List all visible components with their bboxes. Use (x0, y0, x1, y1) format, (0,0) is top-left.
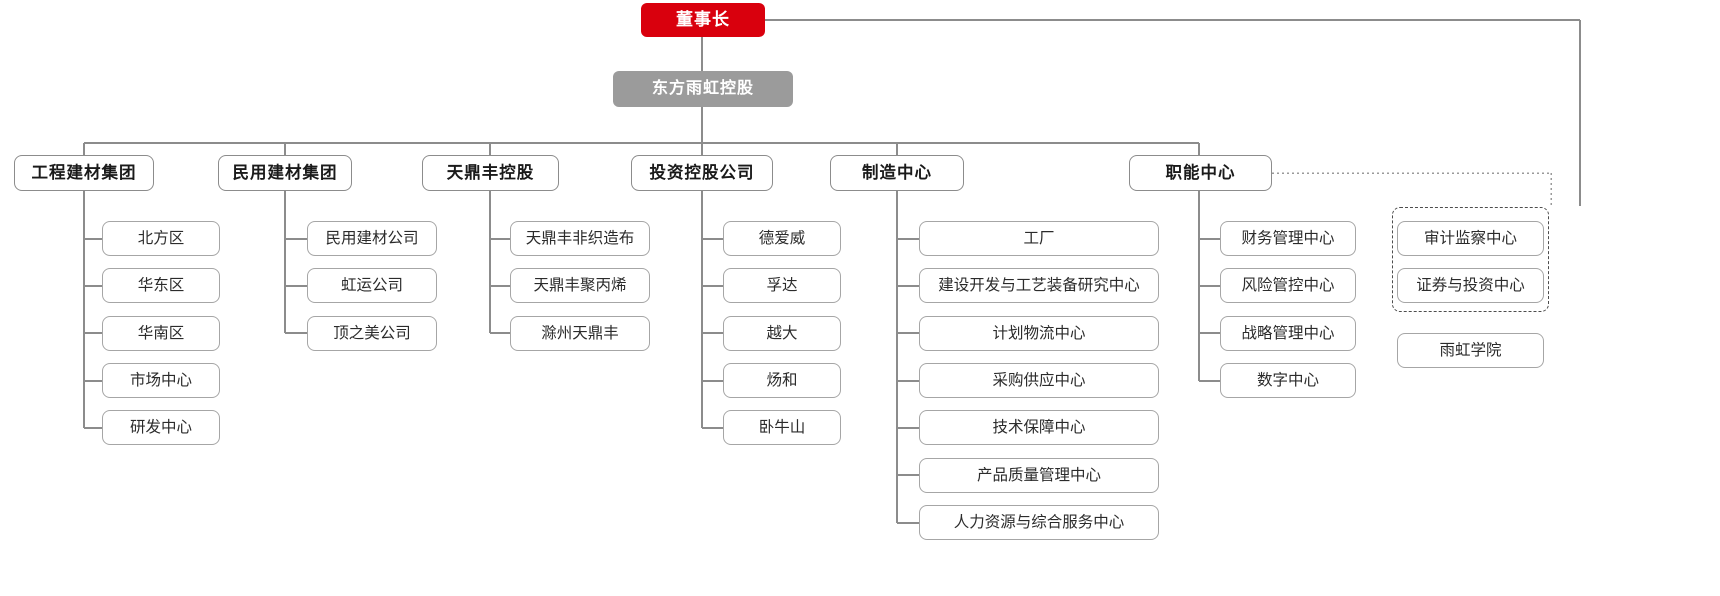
node-digital-center-label: 数字中心 (1256, 371, 1319, 389)
node-functional-center[interactable]: 职能中心 (1129, 155, 1272, 191)
node-yanghe[interactable]: 炀和 (723, 363, 841, 398)
node-rnd-center[interactable]: 研发中心 (102, 410, 220, 445)
node-fuda-label: 孚达 (766, 276, 798, 294)
node-tiandingfeng-holding-label: 天鼎丰控股 (446, 163, 535, 182)
node-civil-materials-group-label: 民用建材集团 (232, 163, 338, 182)
node-securities-investment-center-label: 证券与投资中心 (1416, 276, 1525, 294)
node-strategy-management-center-label: 战略管理中心 (1241, 324, 1335, 342)
node-yanghe-label: 炀和 (766, 371, 798, 389)
node-deaiwei[interactable]: 德爱威 (723, 221, 841, 256)
node-tiandingfeng-holding[interactable]: 天鼎丰控股 (422, 155, 559, 191)
node-engineering-materials-group-label: 工程建材集团 (31, 163, 137, 182)
node-technical-support-center[interactable]: 技术保障中心 (919, 410, 1159, 445)
node-north-region[interactable]: 北方区 (102, 221, 220, 256)
node-risk-control-center-label: 风险管控中心 (1241, 276, 1335, 294)
node-manufacturing-center-label: 制造中心 (862, 163, 932, 182)
direct-report-group-container (1392, 207, 1549, 312)
node-yueda-label: 越大 (766, 324, 798, 342)
node-chuzhou-tdf[interactable]: 滁州天鼎丰 (510, 316, 650, 351)
node-civil-materials-company-label: 民用建材公司 (325, 229, 419, 247)
node-planning-logistics-center[interactable]: 计划物流中心 (919, 316, 1159, 351)
node-south-region-label: 华南区 (137, 324, 185, 342)
node-chairman[interactable]: 董事长 (641, 3, 765, 37)
node-planning-logistics-center-label: 计划物流中心 (992, 324, 1086, 342)
node-fuda[interactable]: 孚达 (723, 268, 841, 303)
node-audit-supervision-center[interactable]: 审计监察中心 (1397, 221, 1544, 256)
node-construction-process-equipment-research-center[interactable]: 建设开发与工艺装备研究中心 (919, 268, 1159, 303)
node-yuhong-academy-label: 雨虹学院 (1439, 341, 1502, 359)
node-market-center[interactable]: 市场中心 (102, 363, 220, 398)
node-finance-management-center[interactable]: 财务管理中心 (1220, 221, 1356, 256)
node-tdf-polypropylene-label: 天鼎丰聚丙烯 (533, 276, 627, 294)
node-securities-investment-center[interactable]: 证券与投资中心 (1397, 268, 1544, 303)
node-technical-support-center-label: 技术保障中心 (992, 418, 1086, 436)
node-east-region-label: 华东区 (137, 276, 185, 294)
node-east-region[interactable]: 华东区 (102, 268, 220, 303)
node-civil-materials-company[interactable]: 民用建材公司 (307, 221, 437, 256)
node-yuhong-academy[interactable]: 雨虹学院 (1397, 333, 1544, 368)
node-hongyun-company[interactable]: 虹运公司 (307, 268, 437, 303)
node-holding-company-label: 东方雨虹控股 (651, 80, 754, 98)
node-hr-general-services-center-label: 人力资源与综合服务中心 (953, 513, 1125, 531)
node-deaiwei-label: 德爱威 (758, 229, 806, 247)
node-tdf-polypropylene[interactable]: 天鼎丰聚丙烯 (510, 268, 650, 303)
node-yueda[interactable]: 越大 (723, 316, 841, 351)
node-audit-supervision-center-label: 审计监察中心 (1423, 229, 1517, 247)
node-market-center-label: 市场中心 (129, 371, 192, 389)
node-digital-center[interactable]: 数字中心 (1220, 363, 1356, 398)
node-strategy-management-center[interactable]: 战略管理中心 (1220, 316, 1356, 351)
node-functional-center-label: 职能中心 (1165, 163, 1236, 182)
node-south-region[interactable]: 华南区 (102, 316, 220, 351)
node-product-quality-management-center-label: 产品质量管理中心 (976, 466, 1101, 484)
node-procurement-supply-center[interactable]: 采购供应中心 (919, 363, 1159, 398)
node-risk-control-center[interactable]: 风险管控中心 (1220, 268, 1356, 303)
node-investment-holding-company[interactable]: 投资控股公司 (631, 155, 773, 191)
node-finance-management-center-label: 财务管理中心 (1241, 229, 1335, 247)
node-factory-label: 工厂 (1023, 229, 1055, 247)
node-tdf-nonwoven-label: 天鼎丰非织造布 (525, 229, 635, 247)
node-manufacturing-center[interactable]: 制造中心 (830, 155, 964, 191)
node-hr-general-services-center[interactable]: 人力资源与综合服务中心 (919, 505, 1159, 540)
node-investment-holding-company-label: 投资控股公司 (649, 163, 755, 182)
node-chairman-label: 董事长 (676, 9, 730, 29)
node-chuzhou-tdf-label: 滁州天鼎丰 (541, 324, 619, 342)
node-rnd-center-label: 研发中心 (129, 418, 192, 436)
node-dingzhimei-company[interactable]: 顶之美公司 (307, 316, 437, 351)
node-product-quality-management-center[interactable]: 产品质量管理中心 (919, 458, 1159, 493)
node-dingzhimei-company-label: 顶之美公司 (333, 324, 411, 342)
node-holding-company[interactable]: 东方雨虹控股 (613, 71, 793, 107)
node-woniushan-label: 卧牛山 (758, 418, 806, 436)
node-tdf-nonwoven[interactable]: 天鼎丰非织造布 (510, 221, 650, 256)
node-civil-materials-group[interactable]: 民用建材集团 (218, 155, 352, 191)
node-procurement-supply-center-label: 采购供应中心 (992, 371, 1086, 389)
node-construction-process-equipment-research-center-label: 建设开发与工艺装备研究中心 (938, 276, 1140, 294)
node-factory[interactable]: 工厂 (919, 221, 1159, 256)
node-hongyun-company-label: 虹运公司 (340, 276, 403, 294)
node-north-region-label: 北方区 (137, 229, 185, 247)
node-woniushan[interactable]: 卧牛山 (723, 410, 841, 445)
node-engineering-materials-group[interactable]: 工程建材集团 (14, 155, 154, 191)
